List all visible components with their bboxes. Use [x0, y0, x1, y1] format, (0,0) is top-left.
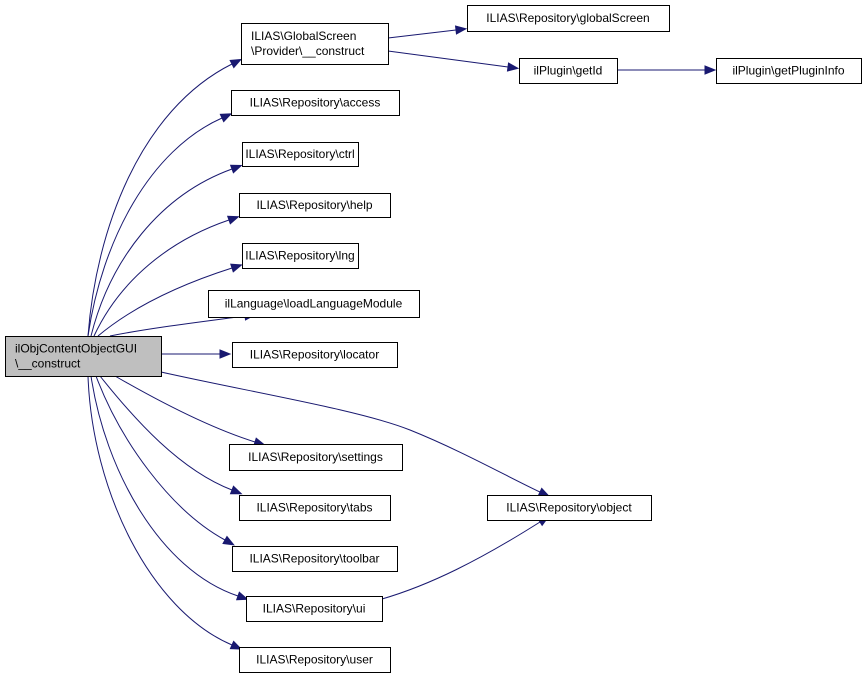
nodes-layer: ilObjContentObjectGUI\__construct ILIAS\G… — [5, 5, 862, 673]
node-access[interactable]: ILIAS\Repository\access — [231, 90, 400, 116]
edge-line — [87, 375, 233, 646]
arrowhead-icon — [229, 640, 243, 650]
edge-root-to-object — [160, 371, 551, 497]
node-box[interactable] — [241, 23, 389, 65]
node-box[interactable] — [246, 596, 383, 622]
node-label: ILIAS\Repository\toolbar — [249, 552, 379, 566]
node-label: ILIAS\Repository\globalScreen — [486, 11, 649, 25]
node-lng[interactable]: ILIAS\Repository\lng — [242, 243, 359, 269]
arrowhead-icon — [229, 164, 243, 174]
edge-root-to-toolbar — [95, 375, 235, 546]
edge-root-to-ui — [90, 375, 249, 601]
edge-root-to-help — [93, 215, 240, 337]
edge-root-to-access — [87, 113, 233, 337]
node-label: \Provider\__construct — [251, 44, 365, 58]
edge-line — [97, 267, 233, 337]
node-label: ILIAS\Repository\user — [256, 653, 373, 667]
node-ctrl[interactable]: ILIAS\Repository\ctrl — [242, 142, 359, 167]
edge-ui-to-object — [381, 515, 550, 600]
node-box[interactable] — [5, 336, 162, 377]
edge-root-to-tabs — [99, 375, 243, 495]
arrowhead-icon — [219, 113, 233, 123]
node-root[interactable]: ilObjContentObjectGUI\__construct — [5, 336, 162, 377]
edge-line — [381, 521, 541, 600]
edge-line — [95, 375, 226, 541]
node-help[interactable]: ILIAS\Repository\help — [239, 193, 391, 218]
node-box[interactable] — [239, 193, 391, 218]
node-settings[interactable]: ILIAS\Repository\settings — [229, 444, 403, 471]
node-label: ILIAS\GlobalScreen — [251, 29, 356, 43]
node-label: ILIAS\Repository\help — [256, 198, 372, 212]
edge-root-to-user — [87, 375, 243, 650]
edge-root-to-ctrl — [90, 164, 243, 337]
node-label: ILIAS\Repository\access — [250, 96, 381, 110]
edge-getId-to-getPluginInfo — [617, 65, 717, 75]
edge-line — [87, 117, 223, 337]
node-loadLanguageModule[interactable]: ilLanguage\loadLanguageModule — [208, 290, 420, 318]
node-object[interactable]: ILIAS\Repository\object — [487, 495, 652, 521]
node-box[interactable] — [231, 90, 400, 116]
edge-line — [99, 375, 233, 491]
node-ui[interactable]: ILIAS\Repository\ui — [246, 596, 383, 622]
node-box[interactable] — [232, 546, 398, 572]
node-locator[interactable]: ILIAS\Repository\locator — [232, 342, 398, 368]
edge-line — [387, 29, 457, 39]
edge-line — [387, 50, 509, 68]
node-box[interactable] — [232, 342, 398, 368]
edges-layer — [87, 25, 717, 650]
node-box[interactable] — [242, 243, 359, 269]
arrowhead-icon — [229, 485, 243, 495]
node-getId[interactable]: ilPlugin\getId — [519, 58, 618, 84]
node-label: ILIAS\Repository\locator — [250, 348, 379, 362]
node-label: ILIAS\Repository\object — [506, 501, 632, 515]
node-box[interactable] — [239, 495, 391, 521]
arrowhead-icon — [219, 349, 232, 359]
node-box[interactable] — [239, 647, 391, 673]
edge-gs_provider-to-globalScreen — [387, 25, 468, 39]
node-box[interactable] — [208, 290, 420, 318]
arrowhead-icon — [704, 65, 717, 75]
node-label: \__construct — [15, 357, 81, 371]
arrowhead-icon — [230, 263, 243, 273]
arrowhead-icon — [222, 535, 235, 546]
node-label: ILIAS\Repository\lng — [245, 249, 354, 263]
edge-gs_provider-to-getId — [387, 50, 520, 72]
edge-line — [114, 375, 256, 443]
edge-line — [90, 168, 233, 337]
node-box[interactable] — [229, 444, 403, 471]
node-label: ILIAS\Repository\settings — [248, 450, 383, 464]
node-label: ilPlugin\getPluginInfo — [732, 64, 844, 78]
edge-line — [160, 371, 541, 493]
edge-line — [87, 63, 233, 337]
node-getPluginInfo[interactable]: ilPlugin\getPluginInfo — [716, 58, 862, 84]
edge-line — [109, 315, 246, 337]
edge-line — [90, 375, 239, 597]
node-label: ilObjContentObjectGUI — [15, 342, 137, 356]
node-box[interactable] — [487, 495, 652, 521]
node-box[interactable] — [242, 142, 359, 167]
edge-root-to-locator — [161, 349, 232, 359]
arrowhead-icon — [226, 215, 240, 225]
node-globalScreen[interactable]: ILIAS\Repository\globalScreen — [467, 5, 670, 32]
node-gs_provider[interactable]: ILIAS\GlobalScreen\Provider\__construct — [241, 23, 389, 65]
node-toolbar[interactable]: ILIAS\Repository\toolbar — [232, 546, 398, 572]
edge-root-to-lng — [97, 263, 243, 337]
arrowhead-icon — [229, 58, 243, 69]
node-tabs[interactable]: ILIAS\Repository\tabs — [239, 495, 391, 521]
arrowhead-icon — [454, 25, 468, 35]
node-box[interactable] — [716, 58, 862, 84]
node-user[interactable]: ILIAS\Repository\user — [239, 647, 391, 673]
node-label: ILIAS\Repository\ui — [263, 602, 366, 616]
node-label: ilPlugin\getId — [534, 64, 603, 78]
node-box[interactable] — [519, 58, 618, 84]
node-box[interactable] — [467, 5, 670, 32]
arrowhead-icon — [506, 62, 520, 72]
edge-root-to-settings — [114, 375, 266, 447]
arrowhead-icon — [235, 591, 249, 601]
edge-root-to-gs_provider — [87, 58, 243, 337]
edge-line — [93, 219, 230, 337]
node-label: ilLanguage\loadLanguageModule — [225, 297, 403, 311]
node-label: ILIAS\Repository\ctrl — [245, 147, 354, 161]
node-label: ILIAS\Repository\tabs — [256, 501, 372, 515]
